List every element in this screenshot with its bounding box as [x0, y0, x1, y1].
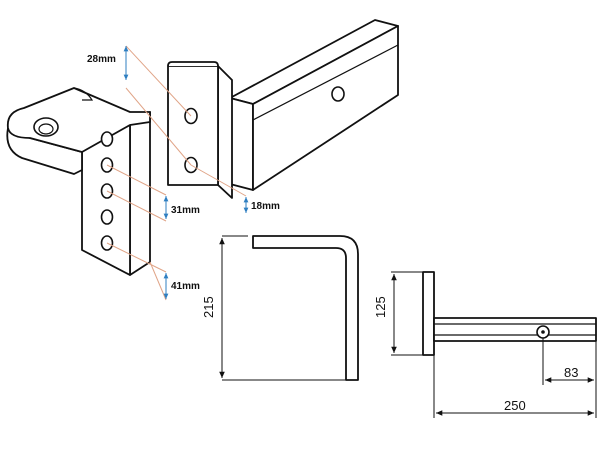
tongue-front-face	[6, 127, 83, 175]
ball-mount	[6, 87, 151, 276]
plate-side-face	[217, 65, 233, 199]
guide-line-top	[125, 45, 192, 117]
label-hole-spacing-mid: 31mm	[171, 205, 200, 216]
receiver-assembly	[167, 19, 399, 199]
tow-ball-hole-inner	[38, 123, 54, 135]
shank-hole-1	[100, 131, 114, 147]
shank-profile	[433, 317, 597, 342]
tube-end-face	[229, 97, 254, 191]
plate-profile	[422, 271, 435, 356]
shank-hole-4	[100, 209, 114, 225]
alignment-guides	[106, 45, 247, 301]
label-hole-spacing-top: 28mm	[87, 54, 116, 65]
tube-side-face	[252, 25, 399, 191]
plate-top-edge	[167, 61, 219, 67]
measure-arrows	[123, 46, 249, 299]
shank-side-face	[129, 111, 151, 276]
guide-line-shank-2	[106, 164, 167, 196]
guide-line-bottom	[149, 261, 167, 301]
tube-pin-hole	[331, 86, 345, 102]
shank-pin-hole-center	[541, 330, 545, 334]
label-plate-height: 125	[373, 296, 388, 318]
label-pin-offset: 83	[564, 365, 578, 380]
drop-profile-outline	[252, 235, 359, 381]
drop-shank-profile: 215	[201, 235, 359, 381]
label-plate-thickness: 18mm	[251, 201, 280, 212]
receiver-profile: 125 83 250	[373, 271, 597, 418]
label-drop-height: 215	[201, 296, 216, 318]
label-shank-length: 250	[504, 398, 526, 413]
guide-line-shank-5	[106, 242, 167, 273]
tow-ball-hole	[33, 117, 59, 137]
tube-edge-line	[252, 44, 399, 121]
guide-line-plate	[190, 164, 247, 197]
guide-line-second	[125, 87, 192, 166]
guide-line-shank-3	[106, 190, 167, 222]
tongue-bend-edge	[73, 87, 94, 101]
label-hole-spacing-bottom: 41mm	[171, 281, 200, 292]
